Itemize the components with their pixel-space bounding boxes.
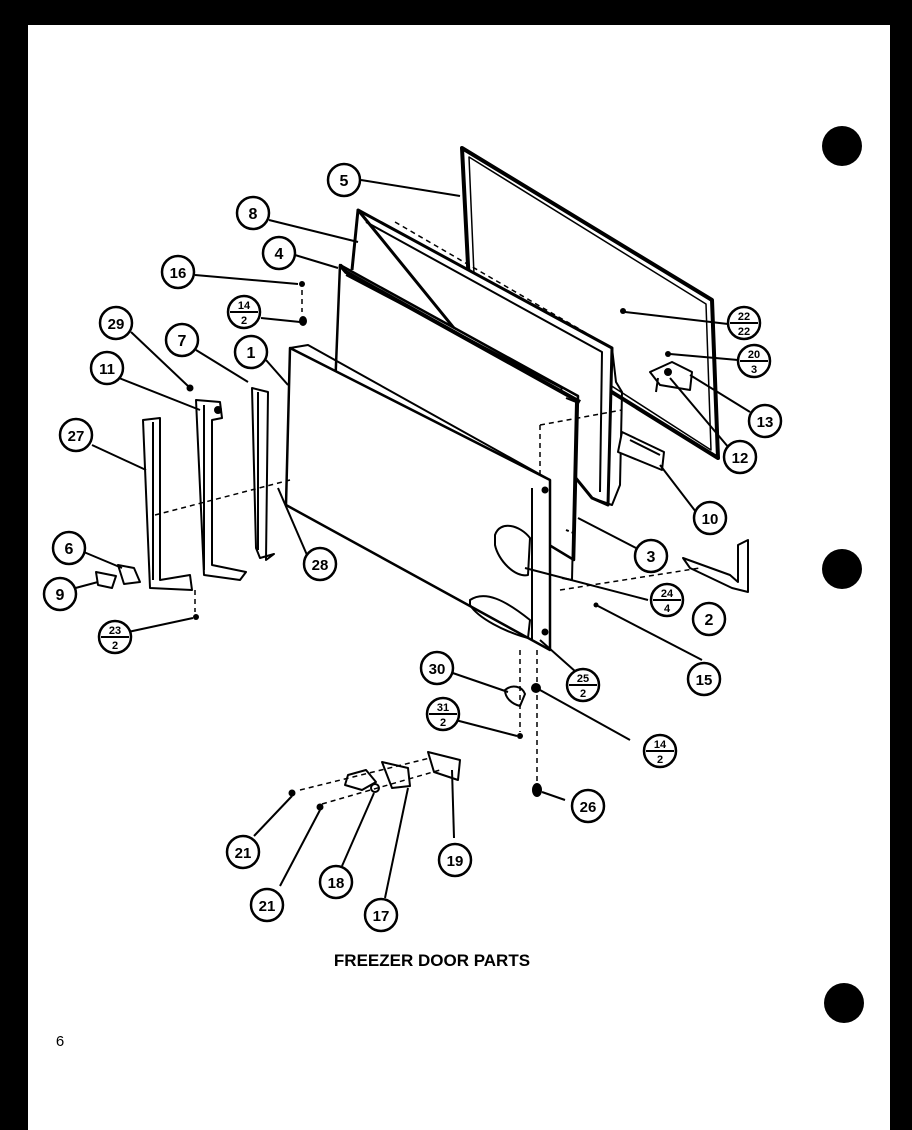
svg-text:28: 28 bbox=[312, 557, 329, 574]
svg-text:19: 19 bbox=[447, 853, 464, 870]
callout-9: 9 bbox=[42, 576, 78, 612]
callout-13: 13 bbox=[747, 403, 783, 439]
svg-text:20: 20 bbox=[748, 349, 760, 361]
svg-text:2: 2 bbox=[580, 688, 586, 700]
callout-10: 10 bbox=[692, 500, 728, 536]
svg-text:21: 21 bbox=[235, 845, 252, 862]
svg-text:2: 2 bbox=[241, 315, 247, 327]
binder-hole-top bbox=[822, 126, 862, 166]
callout-16: 16 bbox=[160, 254, 196, 290]
callout-4: 4 bbox=[261, 235, 297, 271]
callout-27: 27 bbox=[58, 417, 94, 453]
svg-text:30: 30 bbox=[429, 661, 446, 678]
binder-hole-middle bbox=[822, 549, 862, 589]
callout-31-2: 312 bbox=[425, 696, 461, 732]
callout-23-2: 232 bbox=[97, 619, 133, 655]
callout-18: 18 bbox=[318, 864, 354, 900]
assembly-lines bbox=[154, 221, 701, 805]
svg-text:25: 25 bbox=[577, 673, 589, 685]
callout-14-2-lower: 142 bbox=[642, 733, 678, 769]
callout-15: 15 bbox=[686, 661, 722, 697]
svg-text:18: 18 bbox=[328, 875, 345, 892]
part-gasket-frame bbox=[460, 146, 720, 460]
part-door-stop bbox=[504, 685, 526, 707]
callout-6: 6 bbox=[51, 530, 87, 566]
callout-8: 8 bbox=[235, 195, 271, 231]
svg-text:2: 2 bbox=[440, 717, 446, 729]
callout-25-2: 252 bbox=[565, 667, 601, 703]
part-top-hinge bbox=[649, 361, 693, 393]
svg-text:11: 11 bbox=[99, 361, 115, 378]
svg-text:26: 26 bbox=[580, 799, 597, 816]
svg-text:9: 9 bbox=[56, 587, 65, 604]
svg-text:4: 4 bbox=[275, 246, 284, 263]
svg-text:10: 10 bbox=[702, 511, 719, 528]
svg-text:5: 5 bbox=[340, 173, 349, 190]
svg-text:12: 12 bbox=[732, 450, 749, 467]
svg-text:3: 3 bbox=[751, 364, 757, 376]
callout-11: 11 bbox=[89, 350, 125, 386]
svg-text:8: 8 bbox=[249, 206, 258, 223]
callout-20-3: 203 bbox=[736, 343, 772, 379]
svg-text:22: 22 bbox=[738, 311, 750, 323]
svg-text:16: 16 bbox=[170, 265, 187, 282]
svg-text:14: 14 bbox=[238, 300, 251, 312]
svg-text:27: 27 bbox=[68, 428, 85, 445]
svg-text:4: 4 bbox=[664, 603, 671, 615]
svg-text:13: 13 bbox=[757, 414, 774, 431]
callout-14-2-upper: 142 bbox=[226, 294, 262, 330]
diagram-title: FREEZER DOOR PARTS bbox=[334, 951, 530, 970]
part-bottom-bracket bbox=[682, 539, 749, 593]
binder-hole-bottom bbox=[824, 983, 864, 1023]
callout-26: 26 bbox=[570, 788, 606, 824]
svg-text:29: 29 bbox=[108, 316, 125, 333]
callout-12: 12 bbox=[722, 439, 758, 475]
svg-text:17: 17 bbox=[373, 908, 390, 925]
svg-text:31: 31 bbox=[437, 702, 449, 714]
part-handle-mount bbox=[195, 399, 247, 581]
part-trim-strip bbox=[251, 387, 275, 561]
callout-29: 29 bbox=[98, 305, 134, 341]
part-handle-cap bbox=[95, 564, 141, 589]
svg-text:21: 21 bbox=[259, 898, 276, 915]
callout-28: 28 bbox=[302, 546, 338, 582]
svg-text:15: 15 bbox=[696, 672, 713, 689]
svg-text:2: 2 bbox=[705, 612, 714, 629]
leader-lines bbox=[67, 179, 751, 899]
callout-1: 1 bbox=[233, 334, 269, 370]
part-handle-bar bbox=[142, 417, 193, 591]
callout-5: 5 bbox=[326, 162, 362, 198]
svg-text:2: 2 bbox=[657, 754, 663, 766]
part-door-front bbox=[284, 344, 552, 652]
callout-30: 30 bbox=[419, 650, 455, 686]
svg-text:7: 7 bbox=[178, 333, 187, 350]
svg-text:23: 23 bbox=[109, 625, 121, 637]
callout-24-4: 244 bbox=[649, 582, 685, 618]
callout-2: 2 bbox=[691, 601, 727, 637]
svg-text:14: 14 bbox=[654, 739, 667, 751]
svg-text:6: 6 bbox=[65, 541, 74, 558]
svg-text:1: 1 bbox=[247, 345, 256, 362]
callout-19: 19 bbox=[437, 842, 473, 878]
hardware-screws bbox=[186, 281, 671, 811]
callout-17: 17 bbox=[363, 897, 399, 933]
callout-3: 3 bbox=[633, 538, 669, 574]
svg-text:3: 3 bbox=[647, 549, 656, 566]
callout-21-right: 21 bbox=[249, 887, 285, 923]
callout-21-left: 21 bbox=[225, 834, 261, 870]
page-number: 6 bbox=[56, 1033, 64, 1050]
svg-text:22: 22 bbox=[738, 326, 750, 338]
svg-text:24: 24 bbox=[661, 588, 674, 600]
callout-7: 7 bbox=[164, 322, 200, 358]
part-hinge-bracket bbox=[617, 431, 665, 471]
svg-text:2: 2 bbox=[112, 640, 118, 652]
